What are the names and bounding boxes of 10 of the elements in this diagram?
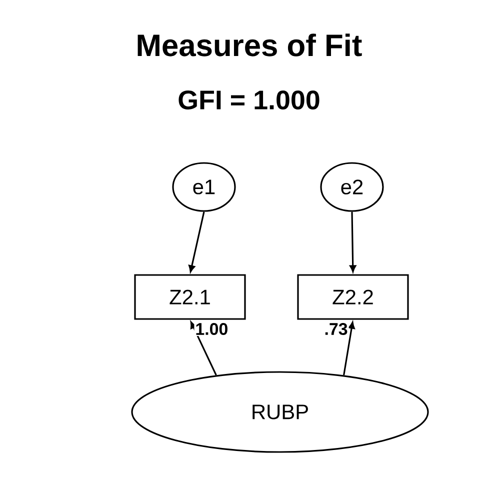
variable-box: Z2.2 bbox=[297, 274, 409, 320]
fit-statistic: GFI = 1.000 bbox=[178, 90, 320, 110]
title: Measures of Fit bbox=[138, 34, 362, 56]
arrow bbox=[188, 212, 205, 272]
path-coefficient: 1.00 bbox=[194, 322, 230, 336]
variable-box: Z2.1 bbox=[134, 274, 246, 320]
arrow bbox=[343, 322, 355, 376]
arrow bbox=[350, 212, 356, 272]
arrow bbox=[190, 322, 217, 376]
path-coefficient: .73 bbox=[323, 322, 349, 336]
